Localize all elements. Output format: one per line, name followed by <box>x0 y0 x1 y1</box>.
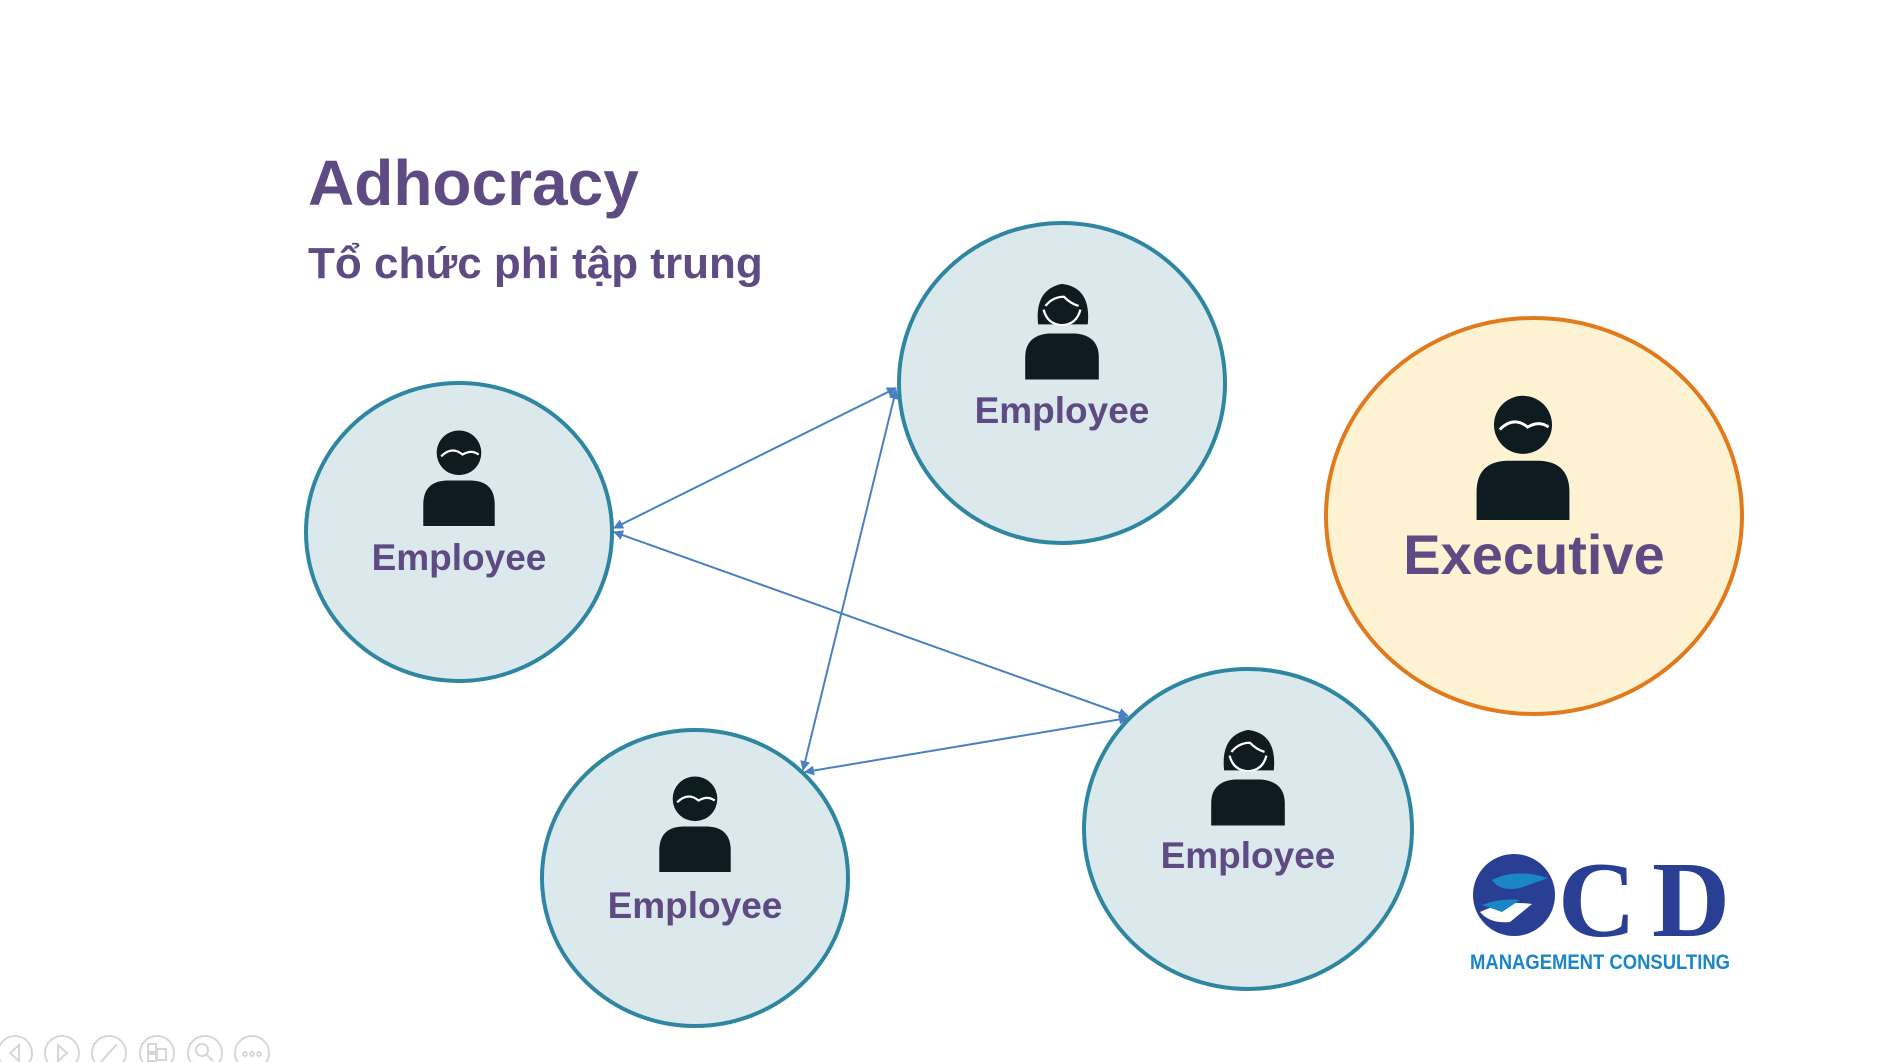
employee-node: Employee <box>540 728 850 1028</box>
more-options-button[interactable] <box>234 1035 270 1062</box>
employee-node: Employee <box>897 221 1227 545</box>
slide-sorter-button[interactable] <box>139 1035 175 1062</box>
zoom-button[interactable] <box>187 1035 223 1062</box>
slide-subtitle: Tổ chức phi tập trung <box>308 239 763 288</box>
logo-tagline: MANAGEMENT CONSULTING <box>1470 951 1730 974</box>
slide-title: Adhocracy <box>308 147 639 219</box>
employee-node: Employee <box>304 381 614 683</box>
employee-node: Employee <box>1082 667 1414 991</box>
next-slide-button[interactable] <box>44 1035 80 1062</box>
connector-left-bottomright <box>613 530 1129 718</box>
employee-label: Employee <box>608 885 783 926</box>
employee-label: Employee <box>372 537 547 578</box>
employee-label: Employee <box>975 390 1150 431</box>
company-logo: CD MANAGEMENT CONSULTING <box>1470 841 1730 974</box>
connector-left-top <box>613 387 897 529</box>
connectors <box>613 387 1129 776</box>
executive-node: Executive <box>1324 316 1744 716</box>
presentation-controls <box>0 1035 270 1062</box>
employee-label: Employee <box>1161 835 1336 876</box>
connector-bottomleft-bottomright <box>804 714 1129 776</box>
previous-slide-button[interactable] <box>0 1035 33 1062</box>
connector-top-bottomleft <box>800 389 899 771</box>
logo-mark: CD <box>1558 841 1730 960</box>
pen-button[interactable] <box>91 1035 127 1062</box>
executive-label: Executive <box>1403 523 1665 586</box>
